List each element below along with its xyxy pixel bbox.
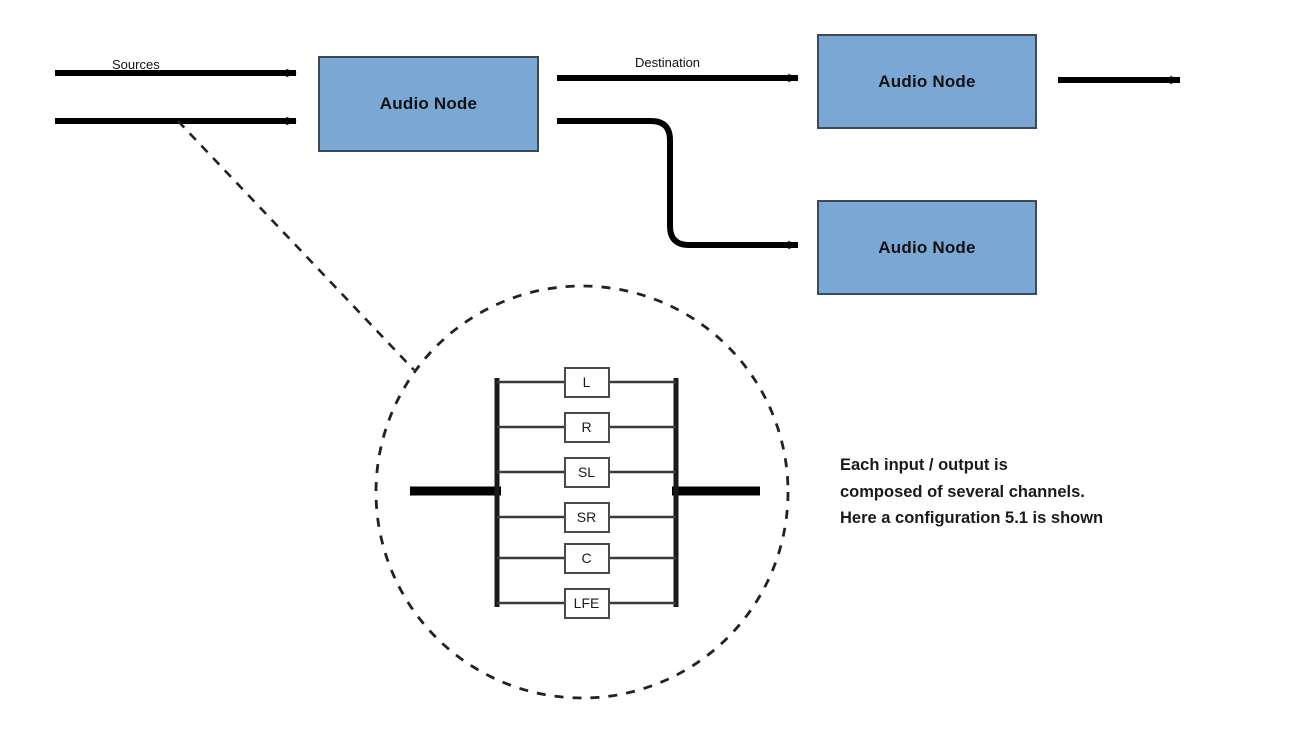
audio-node-source[interactable]: Audio Node: [318, 56, 539, 152]
annotation-line-2: composed of several channels.: [840, 482, 1085, 501]
channel-box-sr[interactable]: SR: [563, 501, 610, 533]
audio-node-destination-top[interactable]: Audio Node: [817, 34, 1037, 129]
annotation-line-3: Here a configuration 5.1 is shown: [840, 509, 1104, 528]
annotation-note: Each input / output is composed of sever…: [840, 452, 1170, 532]
channel-box-c[interactable]: C: [563, 542, 610, 574]
annotation-line-1: Each input / output is: [840, 456, 1008, 474]
destination-label: Destination: [635, 55, 701, 70]
audio-node-destination-bottom[interactable]: Audio Node: [817, 200, 1037, 295]
sources-label: Sources: [112, 57, 160, 72]
channel-box-r[interactable]: R: [563, 411, 610, 443]
channel-box-l[interactable]: L: [563, 366, 610, 398]
channel-label-l: L: [582, 374, 591, 390]
callout-leader-line: [177, 120, 415, 371]
channel-label-sl: SL: [577, 464, 596, 480]
channel-box-lfe[interactable]: LFE: [563, 587, 610, 619]
audio-node-destination-bottom-label: Audio Node: [878, 237, 976, 257]
channel-box-sl[interactable]: SL: [563, 456, 610, 488]
audio-node-destination-top-label: Audio Node: [878, 71, 976, 91]
channel-label-c: C: [581, 550, 592, 566]
channel-label-sr: SR: [576, 509, 597, 525]
audio-node-source-label: Audio Node: [379, 94, 478, 113]
channel-label-lfe: LFE: [573, 595, 600, 611]
channel-label-r: R: [581, 419, 592, 435]
arrow-destination-elbow: [557, 118, 799, 250]
callout-circle: [374, 284, 790, 700]
